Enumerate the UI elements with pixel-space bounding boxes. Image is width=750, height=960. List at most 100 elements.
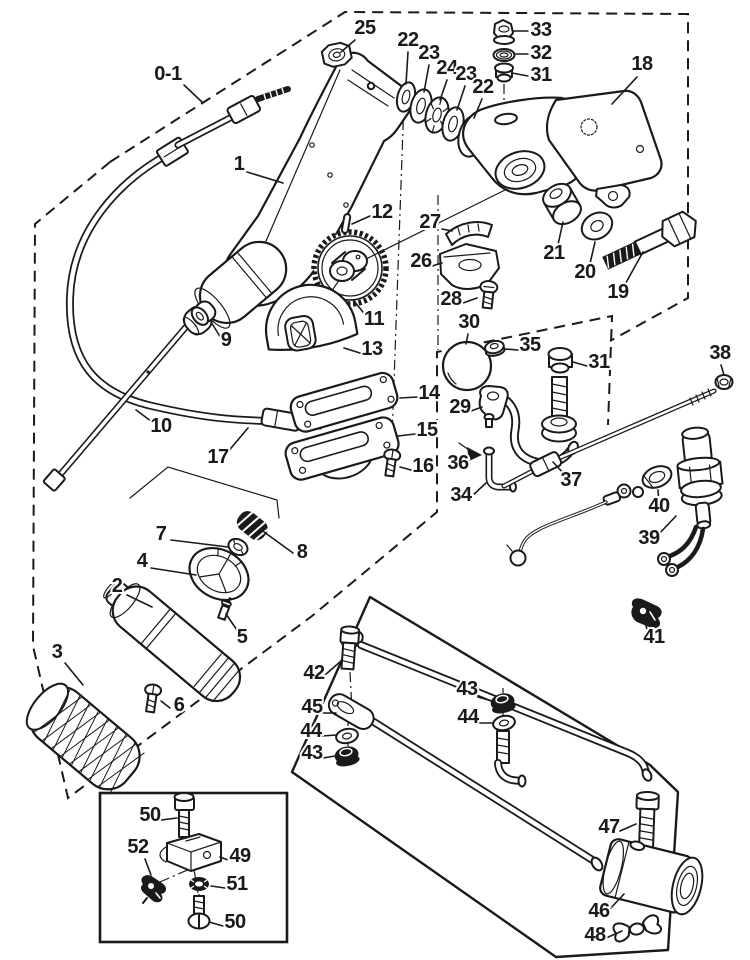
leader-line-44 <box>321 734 337 737</box>
part-label-22: 22 <box>397 29 419 51</box>
part-label-51: 51 <box>226 873 248 895</box>
leader-line-13 <box>343 347 361 354</box>
leader-line-40 <box>657 489 660 504</box>
twist-grip-tube-2-drawing <box>103 579 242 703</box>
bolt-42-drawing <box>339 625 361 671</box>
part-label-13: 13 <box>361 338 383 360</box>
friction-block-26-drawing <box>439 243 500 290</box>
leader-line-28 <box>462 297 478 304</box>
part-label-31: 31 <box>588 351 610 373</box>
part-label-45: 45 <box>301 696 323 718</box>
pivot-bolt-drawing <box>541 376 577 443</box>
leader-line-7 <box>170 539 229 548</box>
clip-41-drawing <box>631 598 662 629</box>
leader-line-12 <box>351 215 371 225</box>
part-label-43: 43 <box>456 678 478 700</box>
wing-nut-48-drawing <box>612 914 662 943</box>
part-label-19: 19 <box>607 281 629 303</box>
part-label-21: 21 <box>543 242 565 264</box>
leader-line-29 <box>470 406 483 412</box>
part-label-17: 17 <box>207 446 229 468</box>
leader-line-30 <box>465 333 469 345</box>
part-label-36: 36 <box>447 452 469 474</box>
leader-line-27 <box>441 228 453 232</box>
leader-line-1 <box>246 171 284 184</box>
part-label-50: 50 <box>139 804 161 826</box>
locknut-43-left-drawing <box>334 746 360 767</box>
bent-rod-drawing <box>357 641 653 782</box>
part-label-26: 26 <box>410 250 432 272</box>
guide-plate-14-drawing <box>289 371 399 433</box>
bolt-47-drawing <box>635 790 660 849</box>
lanyard-39-drawing <box>506 483 632 567</box>
part-label-28: 28 <box>440 288 462 310</box>
screw-50-bottom-drawing <box>187 895 211 930</box>
gear-pin-drawing <box>340 213 352 234</box>
part-label-7: 7 <box>156 523 167 545</box>
leader-line-38 <box>720 364 725 376</box>
stud-43-right-drawing <box>494 730 527 788</box>
screw-21-drawing <box>542 182 582 226</box>
leader-line-3 <box>64 662 84 686</box>
leader-line-6 <box>160 700 171 709</box>
leader-line-39 <box>656 515 677 537</box>
leader-line-51 <box>210 885 226 889</box>
grip-3-drawing <box>25 682 145 795</box>
clip-40-drawing <box>641 465 673 489</box>
washer-32-drawing <box>492 48 516 62</box>
part-label-15: 15 <box>416 419 438 441</box>
part-label-48: 48 <box>584 924 606 946</box>
part-label-5: 5 <box>237 626 248 648</box>
screw-28-drawing <box>479 280 499 310</box>
leader-line-35 <box>504 348 519 351</box>
part-label-44: 44 <box>457 706 480 728</box>
part-label-10: 10 <box>150 415 172 437</box>
link-bar-45-drawing <box>327 693 604 872</box>
knob-30-drawing <box>441 340 493 392</box>
leader-line-24 <box>439 79 448 101</box>
leader-line-49 <box>219 856 229 861</box>
part-label-38: 38 <box>709 342 731 364</box>
friction-pad-27-drawing <box>445 221 493 246</box>
knob-30-highlight <box>447 372 457 385</box>
part-label-1: 1 <box>234 153 245 175</box>
leader-line-4 <box>150 567 197 576</box>
leader-line-14 <box>399 396 418 399</box>
spring-panel-outline <box>129 466 280 519</box>
leader-line-23 <box>456 85 466 111</box>
grommet-31-top-drawing <box>494 62 514 83</box>
part-label-42: 42 <box>303 662 325 684</box>
part-label-30: 30 <box>458 311 480 333</box>
part-label-27: 27 <box>419 211 441 233</box>
leader-line-5 <box>225 613 240 634</box>
part-label-35: 35 <box>519 334 541 356</box>
washer-7-drawing <box>227 537 249 557</box>
leader-line-47 <box>619 823 637 832</box>
leader-line-8 <box>263 531 294 554</box>
steering-rod-drawing <box>42 312 196 492</box>
part-label-31: 31 <box>530 64 552 86</box>
part-label-22: 22 <box>472 76 494 98</box>
part-label-23: 23 <box>455 63 477 85</box>
part-label-37: 37 <box>560 469 582 491</box>
part-label-16: 16 <box>412 455 434 477</box>
leader-line-0-1 <box>183 84 203 103</box>
clamp-block-49-drawing <box>159 833 222 872</box>
part-label-0-1: 0-1 <box>154 63 182 85</box>
part-label-8: 8 <box>297 541 308 563</box>
part-label-52: 52 <box>127 836 149 858</box>
nut-33-drawing <box>493 19 515 45</box>
part-label-46: 46 <box>588 900 610 922</box>
leader-line-31 <box>572 361 588 367</box>
screw-16-drawing <box>383 448 402 478</box>
nut-35-drawing <box>484 339 506 357</box>
dashed-boundaries <box>31 10 689 800</box>
leader-line-48 <box>605 930 623 939</box>
leader-line-31 <box>511 72 529 77</box>
leader-line-22 <box>473 98 483 119</box>
part-label-29: 29 <box>449 396 471 418</box>
bushing-9-drawing <box>190 300 217 326</box>
